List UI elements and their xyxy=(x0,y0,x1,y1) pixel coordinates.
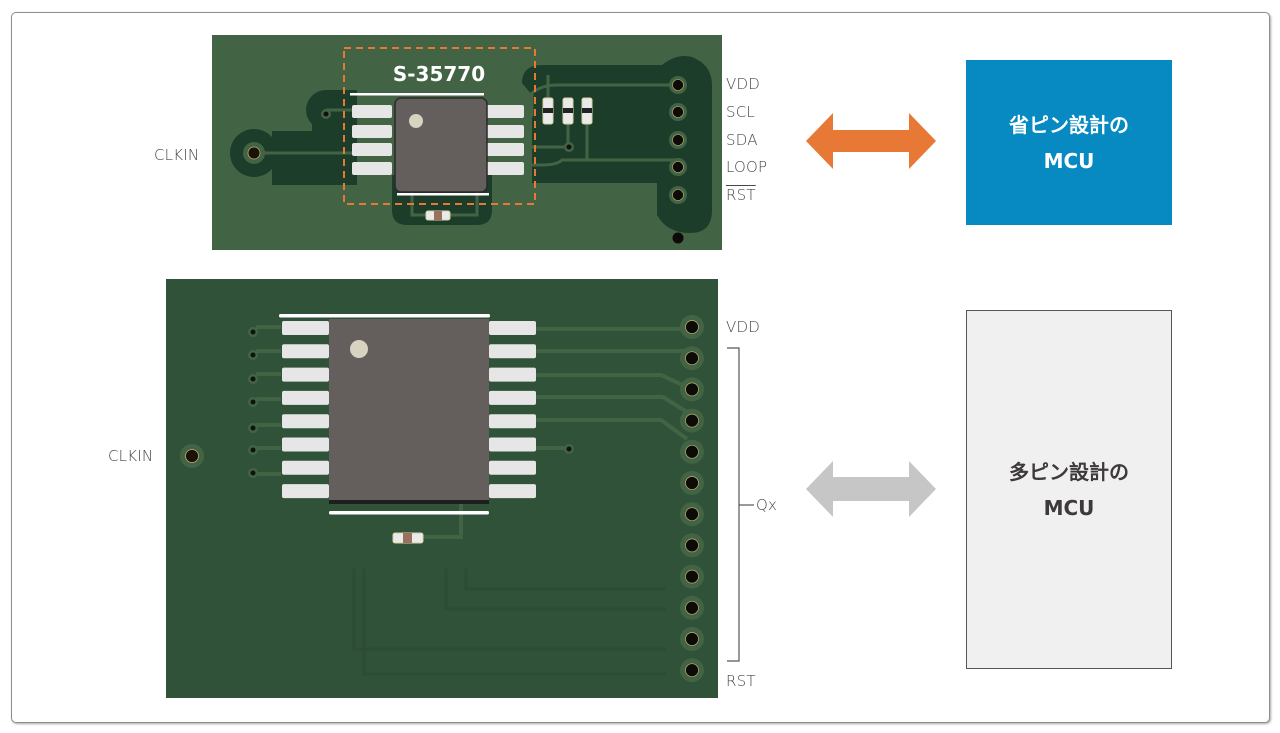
mcu-top-line2: MCU xyxy=(1043,148,1095,173)
header-pad-hole xyxy=(685,538,699,553)
pcb-bottom-multipin xyxy=(166,279,718,698)
qx-bracket xyxy=(727,347,754,662)
bottom-pin-label-rst: RST xyxy=(726,672,756,690)
mcu-bottom-line1: 多ピン設計の xyxy=(1009,459,1129,484)
header-pads-bottom xyxy=(680,315,704,683)
mcu-box-low-pin: 省ピン設計の MCU xyxy=(966,60,1172,225)
header-pad-hole xyxy=(685,663,699,678)
pin1-marker-bottom xyxy=(350,340,368,358)
ic-pad xyxy=(282,460,329,475)
pin-label-sda: SDA xyxy=(726,131,758,149)
chip-label: S-35770 xyxy=(393,62,485,86)
bidirectional-arrow-gray xyxy=(806,461,936,517)
clkin-via-top xyxy=(247,146,261,160)
ic-pad xyxy=(489,484,536,499)
ic-pads-bottom xyxy=(282,321,536,499)
highlight-box xyxy=(343,47,536,205)
ic-pad xyxy=(489,344,536,359)
pin1-marker xyxy=(409,114,423,128)
clkin-via-bottom xyxy=(185,449,199,463)
pin-label-vdd: VDD xyxy=(726,75,760,93)
header-pads-top xyxy=(669,76,687,244)
ic-pad xyxy=(282,437,329,452)
header-pad-hole xyxy=(685,632,699,646)
ic-pad xyxy=(282,367,329,382)
ic-pad xyxy=(489,390,536,405)
pin-label-rst: RST xyxy=(726,186,756,204)
header-pad-hole xyxy=(685,569,699,584)
ic-s35770 xyxy=(394,97,488,193)
pin-label-loop: LOOP xyxy=(726,158,768,176)
ic-pad xyxy=(282,414,329,429)
clkin-label-top: CLKIN xyxy=(154,146,200,164)
ic-pad xyxy=(489,367,536,382)
bidirectional-arrow-orange xyxy=(806,113,936,169)
ic-pad xyxy=(489,460,536,475)
ic-pad xyxy=(282,321,329,335)
capacitors-top xyxy=(425,97,593,221)
mcu-box-multi-pin: 多ピン設計の MCU xyxy=(966,310,1172,669)
pcb-top-s35770: S-35770 xyxy=(212,35,722,250)
ic-pads-top xyxy=(352,105,524,175)
clkin-label-bottom: CLKIN xyxy=(108,447,154,465)
ic-pad xyxy=(489,321,536,335)
ic-pad xyxy=(489,437,536,452)
mcu-bottom-line2: MCU xyxy=(1043,495,1095,520)
header-pad-hole xyxy=(685,600,699,615)
header-pad-hole xyxy=(685,351,699,366)
header-pad-hole xyxy=(685,320,699,334)
ic-pad xyxy=(489,414,536,429)
header-pad-hole xyxy=(685,413,699,428)
header-pad-hole xyxy=(685,476,699,490)
header-pad-hole xyxy=(685,444,699,459)
traces-bottom xyxy=(256,325,692,539)
bottom-pin-label-vdd: VDD xyxy=(726,318,760,336)
ic-pad xyxy=(282,484,329,499)
header-pad-hole xyxy=(685,507,699,522)
ic-pad xyxy=(282,390,329,405)
bottom-pin-label-qx: Qx xyxy=(756,496,778,514)
mcu-top-line1: 省ピン設計の xyxy=(1009,112,1129,137)
pin-label-scl: SCL xyxy=(726,103,755,121)
header-pad-hole xyxy=(685,382,699,397)
left-vias xyxy=(248,327,574,478)
ic-pad xyxy=(282,344,329,359)
